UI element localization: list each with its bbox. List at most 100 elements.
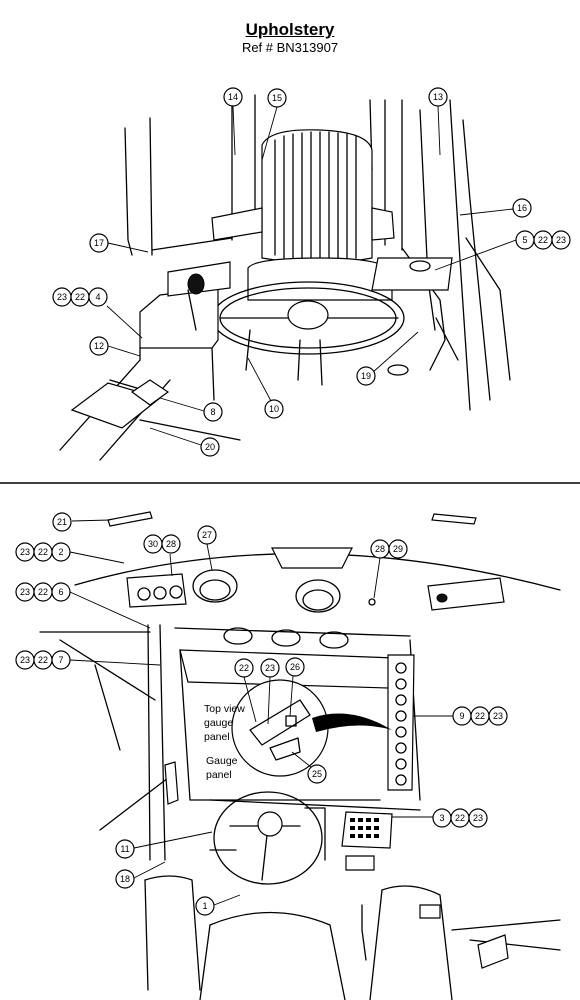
callout-bottom-11: 6 — [51, 582, 71, 602]
svg-text:14: 14 — [228, 92, 238, 102]
callout-top-8: 23 — [52, 287, 72, 307]
svg-text:19: 19 — [361, 371, 371, 381]
callout-top-2: 13 — [428, 87, 448, 107]
svg-text:9: 9 — [459, 711, 464, 721]
svg-text:28: 28 — [375, 544, 385, 554]
callout-top-5: 22 — [533, 230, 553, 250]
svg-text:23: 23 — [473, 813, 483, 823]
reference-number: Ref # BN313907 — [241, 40, 339, 55]
svg-text:23: 23 — [57, 292, 67, 302]
callout-top-6: 23 — [551, 230, 571, 250]
callout-bottom-21: 25 — [307, 764, 327, 784]
svg-text:23: 23 — [20, 587, 30, 597]
svg-text:27: 27 — [202, 530, 212, 540]
svg-text:25: 25 — [312, 769, 322, 779]
callout-bottom-12: 23 — [15, 650, 35, 670]
svg-text:23: 23 — [493, 711, 503, 721]
svg-text:22: 22 — [38, 655, 48, 665]
note-gauge-2: panel — [206, 769, 232, 781]
callout-bottom-26: 18 — [115, 869, 135, 889]
callout-top-3: 16 — [512, 198, 532, 218]
svg-text:28: 28 — [166, 539, 176, 549]
svg-text:30: 30 — [148, 539, 158, 549]
callout-top-4: 5 — [515, 230, 535, 250]
callout-bottom-3: 28 — [161, 534, 181, 554]
callout-bottom-17: 26 — [285, 657, 305, 677]
svg-text:21: 21 — [57, 517, 67, 527]
callout-bottom-24: 23 — [468, 808, 488, 828]
callout-bottom-20: 23 — [488, 706, 508, 726]
callout-bottom-7: 28 — [370, 539, 390, 559]
svg-text:22: 22 — [38, 587, 48, 597]
svg-text:13: 13 — [433, 92, 443, 102]
callout-top-0: 14 — [223, 87, 243, 107]
svg-text:26: 26 — [290, 662, 300, 672]
bottom-dashboard-illustration — [39, 511, 561, 1000]
callout-bottom-19: 22 — [470, 706, 490, 726]
callout-bottom-8: 29 — [388, 539, 408, 559]
svg-text:11: 11 — [120, 844, 129, 854]
svg-text:29: 29 — [393, 544, 403, 554]
callout-top-13: 10 — [264, 399, 284, 419]
svg-text:23: 23 — [265, 663, 275, 673]
callout-top-9: 22 — [70, 287, 90, 307]
svg-text:17: 17 — [94, 238, 104, 248]
note-top-view-2: gauge — [204, 717, 233, 729]
callout-top-14: 8 — [203, 402, 223, 422]
svg-text:22: 22 — [538, 235, 548, 245]
svg-text:20: 20 — [205, 442, 215, 452]
callout-bottom-5: 22 — [33, 542, 53, 562]
svg-text:3: 3 — [439, 813, 444, 823]
note-gauge-1: Gauge — [206, 755, 238, 767]
callout-bottom-1: 27 — [197, 525, 217, 545]
callout-bottom-2: 30 — [143, 534, 163, 554]
note-top-view-1: Top view — [204, 703, 245, 715]
callout-top-1: 15 — [267, 88, 287, 108]
callout-bottom-22: 3 — [432, 808, 452, 828]
svg-text:2: 2 — [58, 547, 63, 557]
callout-bottom-23: 22 — [450, 808, 470, 828]
callout-top-11: 12 — [89, 336, 109, 356]
callout-bottom-25: 11 — [115, 839, 135, 859]
callout-bottom-27: 1 — [195, 896, 215, 916]
svg-text:22: 22 — [239, 663, 249, 673]
svg-text:6: 6 — [58, 587, 63, 597]
svg-text:18: 18 — [120, 874, 130, 884]
callout-bottom-14: 7 — [51, 650, 71, 670]
callout-bottom-10: 22 — [33, 582, 53, 602]
callout-bottom-9: 23 — [15, 582, 35, 602]
callout-bottom-4: 23 — [15, 542, 35, 562]
callout-top-12: 19 — [356, 366, 376, 386]
bottom-leader-lines — [69, 519, 453, 906]
top-cab-illustration — [59, 94, 511, 461]
top-leader-lines — [106, 105, 517, 446]
svg-text:12: 12 — [94, 341, 104, 351]
callout-bottom-15: 22 — [234, 658, 254, 678]
callout-bottom-6: 2 — [51, 542, 71, 562]
svg-text:23: 23 — [20, 547, 30, 557]
callout-bottom-16: 23 — [260, 658, 280, 678]
callout-bottom-13: 22 — [33, 650, 53, 670]
svg-text:10: 10 — [269, 404, 279, 414]
callout-top-7: 17 — [89, 233, 109, 253]
callout-bottom-0: 21 — [52, 512, 72, 532]
page-title: Upholstery — [245, 20, 335, 39]
svg-text:22: 22 — [455, 813, 465, 823]
svg-text:8: 8 — [210, 407, 215, 417]
svg-text:22: 22 — [38, 547, 48, 557]
callout-bottom-18: 9 — [452, 706, 472, 726]
callout-top-15: 20 — [200, 437, 220, 457]
svg-text:5: 5 — [522, 235, 527, 245]
note-top-view-3: panel — [204, 731, 230, 743]
svg-text:15: 15 — [272, 93, 282, 103]
svg-text:23: 23 — [556, 235, 566, 245]
svg-text:16: 16 — [517, 203, 527, 213]
svg-text:23: 23 — [20, 655, 30, 665]
svg-text:4: 4 — [95, 292, 100, 302]
svg-text:7: 7 — [58, 655, 63, 665]
svg-text:22: 22 — [475, 711, 485, 721]
callout-top-10: 4 — [88, 287, 108, 307]
svg-text:22: 22 — [75, 292, 85, 302]
svg-text:1: 1 — [202, 901, 207, 911]
